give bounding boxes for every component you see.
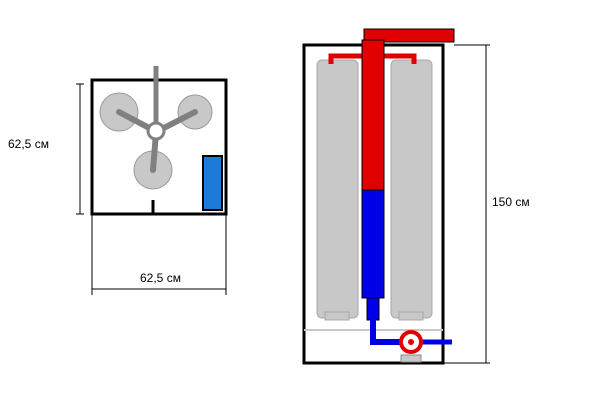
cold-pipe-to-pump — [370, 318, 402, 345]
hot-branch-right — [384, 53, 417, 64]
manifold-hub — [146, 121, 166, 141]
cylinder-left-base — [324, 311, 350, 321]
top-view-height-dimension: 62,5 см — [8, 83, 84, 215]
cylinder-right-base — [398, 311, 424, 321]
pump-base — [400, 354, 422, 363]
pump-center — [408, 339, 414, 345]
hot-outlet-pipe — [363, 28, 455, 43]
blue-panel — [202, 155, 223, 211]
top-view-width-label: 62,5 см — [140, 271, 181, 285]
top-view — [90, 66, 228, 216]
cylinder-left — [316, 59, 359, 319]
cylinder-right — [390, 59, 433, 319]
hot-branch-left — [328, 53, 364, 64]
central-column-cold — [361, 189, 385, 299]
central-column-hot — [361, 39, 385, 191]
cold-return-pipe — [366, 297, 380, 321]
top-view-height-label: 62,5 см — [8, 137, 49, 151]
front-view-height-dimension: 150 см — [443, 44, 530, 364]
front-view — [302, 28, 455, 365]
front-view-height-label: 150 см — [492, 195, 530, 209]
top-view-width-dimension: 62,5 см — [91, 214, 227, 295]
